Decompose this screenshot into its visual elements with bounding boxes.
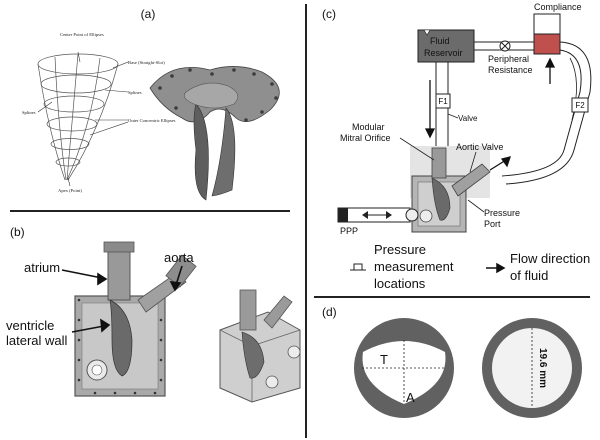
- panel-b-label: (b): [10, 225, 25, 239]
- panel-d-label: (d): [322, 305, 337, 319]
- heart-simulator-box-model: [74, 241, 197, 397]
- label-atrium: atrium: [24, 260, 60, 275]
- aortic-leader: [469, 151, 477, 173]
- legend-pressure-2: measurement: [374, 259, 454, 274]
- compliance-chamber: [533, 13, 561, 55]
- label-f2: F2: [575, 101, 585, 110]
- flow-pipes: [435, 41, 592, 185]
- wireframe-leader-lines: [37, 51, 129, 187]
- label-pressure: Pressure: [484, 208, 520, 218]
- label-splines-left: Splines: [22, 110, 36, 115]
- heart-simulator-iso-model: [219, 289, 301, 403]
- legend-pressure-symbol: [350, 263, 366, 271]
- label-apex: Apex (Point): [58, 188, 82, 193]
- label-ppp: PPP: [340, 226, 358, 236]
- label-fluid: Fluid: [430, 36, 450, 46]
- panel-c: (c) Compliance Fluid Reservoir: [322, 2, 592, 291]
- circular-orifice: [482, 318, 582, 418]
- label-splines-right: Splines: [128, 90, 142, 95]
- heart-simulator-c: [411, 147, 491, 233]
- label-aorta: aorta: [164, 250, 194, 265]
- label-center-point: Center Point of Ellipses: [60, 32, 104, 37]
- label-f1: F1: [438, 97, 448, 106]
- label-lateral-wall: lateral wall: [6, 333, 68, 348]
- mitral-leader: [399, 137, 435, 161]
- solid-ventricle-model: [149, 66, 280, 201]
- panel-b-arrows: [61, 265, 183, 333]
- label-outer-ellipses: Outer Concentric Ellipses: [128, 118, 176, 123]
- label-reservoir: Reservoir: [424, 48, 463, 58]
- legend-pressure-3: locations: [374, 276, 426, 291]
- label-valve: Valve: [458, 114, 478, 123]
- label-resistance: Resistance: [488, 65, 533, 75]
- resistance-valve-icon: [499, 40, 511, 52]
- panel-d: (d) T A 19.6 mm: [322, 305, 582, 418]
- panel-b: (b): [6, 225, 301, 403]
- legend-flow-1: Flow direction: [510, 251, 590, 266]
- label-dimension: 19.6 mm: [537, 348, 548, 388]
- pressure-port-leader: [467, 199, 485, 213]
- panel-c-label: (c): [322, 7, 336, 21]
- label-modular: Modular: [352, 122, 385, 132]
- label-peripheral: Peripheral: [488, 54, 529, 64]
- legend-flow-arrow-icon: [486, 262, 506, 274]
- label-mitral-orifice: Mitral Orifice: [340, 133, 391, 143]
- label-a: A: [406, 390, 415, 405]
- flow-meter-f1: [435, 93, 451, 109]
- label-aortic-valve: Aortic Valve: [456, 142, 503, 152]
- label-base: Base (Straight-Slot): [128, 60, 165, 65]
- elliptical-orifice: [354, 318, 454, 418]
- legend-flow-2: of fluid: [510, 268, 548, 283]
- label-port: Port: [484, 219, 501, 229]
- label-t: T: [380, 352, 388, 367]
- flow-meter-f2: [571, 97, 589, 113]
- panel-a-label: (a): [141, 7, 156, 21]
- wireframe-ellipse-model: [37, 53, 119, 181]
- piston-pump: [337, 207, 419, 223]
- valve-leader: [447, 113, 459, 119]
- fluid-reservoir: [417, 29, 475, 63]
- label-ventricle: ventricle: [6, 318, 54, 333]
- legend-pressure-1: Pressure: [374, 242, 426, 257]
- label-compliance: Compliance: [534, 2, 582, 12]
- panel-a: (a) Center Point of Ellipses Base (: [22, 7, 280, 201]
